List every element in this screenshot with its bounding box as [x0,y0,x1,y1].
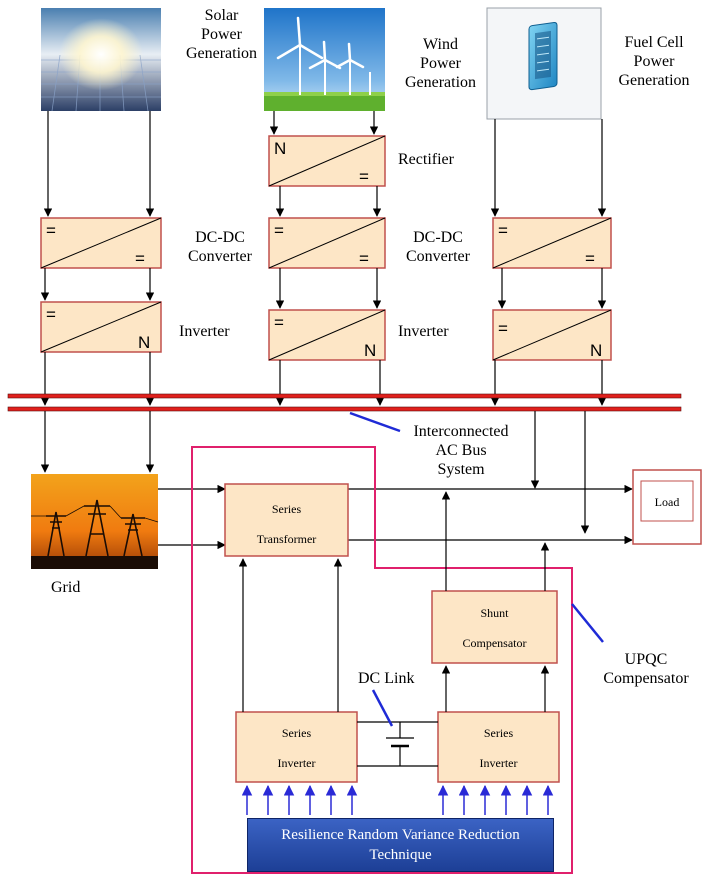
rectifier-block [268,135,386,187]
wind-inverter-block [268,309,386,361]
series-inverter-right-line1: Series [483,726,514,740]
series-transformer-label: Series Transformer [225,494,348,554]
rectifier-dc-symbol: = [359,167,369,186]
wind-dcdc-in-symbol: = [274,221,284,240]
fuel-dcdc-in-symbol: = [498,221,508,240]
solar-inv-dc-symbol: = [46,305,56,324]
fuel-inverter-block [492,309,612,361]
annotation-pointers [349,411,604,727]
solar-label: Solar Power Generation [179,6,264,63]
dcdc-right-line1: DC-DC [413,229,463,246]
wind-label-line3: Generation [404,74,477,91]
upqc-label: UPQC Compensator [592,650,700,688]
series-inverter-left-block [235,711,358,783]
grid-tower-image [31,474,159,569]
wind-dcdc-block [268,217,386,269]
ac-bus-label: Interconnected AC Bus System [400,422,522,479]
fuel-label: Fuel Cell Power Generation [607,33,701,90]
dcdc-label-right: DC-DC Converter [393,228,483,266]
wind-label-line2: Power [420,55,461,72]
rectifier-label: Rectifier [398,151,454,168]
wind-dcdc-out-symbol: = [359,249,369,268]
fuel-label-line3: Generation [618,72,690,89]
rectifier-ac-symbol: N [274,139,286,158]
wind-label-line1: Wind [423,36,458,53]
fuel-dcdc-block [492,217,612,269]
fuel-dcdc-out-symbol: = [585,249,595,268]
ac-bus-line3: System [437,461,485,478]
upqc-line2: Compensator [603,670,689,687]
upqc-internal-arrows [238,491,550,712]
series-inverter-left-label: Series Inverter [236,718,357,778]
solar-label-line3: Generation [185,45,258,62]
technique-block: Resilience Random Variance Reduction Tec… [247,818,554,872]
fuel-inv-ac-symbol: N [590,341,602,360]
solar-inv-ac-symbol: N [138,333,150,352]
solar-inverter-block [40,301,162,353]
series-inverter-right-label: Series Inverter [438,718,559,778]
fuel-inv-dc-symbol: = [498,319,508,338]
load-block [632,469,702,545]
wind-turbine-image [264,8,385,111]
inverter-label-left: Inverter [179,323,230,340]
dc-link-label: DC Link [358,670,415,687]
wind-inv-dc-symbol: = [274,313,284,332]
series-inverter-right-line2: Inverter [479,756,518,770]
solar-label-line2: Power [201,26,242,43]
series-inverter-left-line2: Inverter [277,756,316,770]
shunt-compensator-line2: Compensator [462,636,527,650]
ac-bus [7,393,682,412]
upqc-line1: UPQC [624,651,668,668]
solar-dcdc-out-symbol: = [135,249,145,268]
shunt-compensator-line1: Shunt [480,606,509,620]
fuel-cell-image [486,7,602,120]
dcdc-left-line2: Converter [188,248,252,265]
series-inverter-right-block [437,711,560,783]
series-transformer-line1: Series [271,502,302,516]
dcdc-left-line1: DC-DC [195,229,245,246]
dcdc-right-line2: Converter [406,248,470,265]
dcdc-label-left: DC-DC Converter [175,228,265,266]
bus-to-load-feeders [530,411,590,534]
ac-bus-line2: AC Bus [435,442,487,459]
technique-line1: Resilience Random Variance Reduction [281,827,520,843]
wind-label: Wind Power Generation [393,35,488,92]
solar-dcdc-block [40,217,162,269]
technique-line2: Technique [369,847,432,863]
upqc-boundary [191,446,573,874]
dc-link [357,721,438,767]
solar-dcdc-in-symbol: = [46,221,56,240]
ac-bus-line1: Interconnected [413,423,509,440]
load-label: Load [654,495,680,509]
series-transformer-block [224,483,349,557]
technique-signal-arrows [241,784,554,815]
series-inverter-left-line1: Series [281,726,312,740]
shunt-compensator-block [431,590,558,664]
wind-inv-ac-symbol: N [364,341,376,360]
grid-label: Grid [51,579,81,596]
fuel-label-line1: Fuel Cell [624,34,684,51]
shunt-compensator-label: Shunt Compensator [432,598,557,658]
fuel-label-line2: Power [633,53,675,70]
bus-to-grid-arrows [40,411,155,473]
transformer-to-load-arrows [348,484,633,545]
series-transformer-line2: Transformer [256,532,317,546]
inverter-label-right: Inverter [398,323,449,340]
solar-label-line1: Solar [204,7,239,24]
solar-panel-image [41,8,161,112]
